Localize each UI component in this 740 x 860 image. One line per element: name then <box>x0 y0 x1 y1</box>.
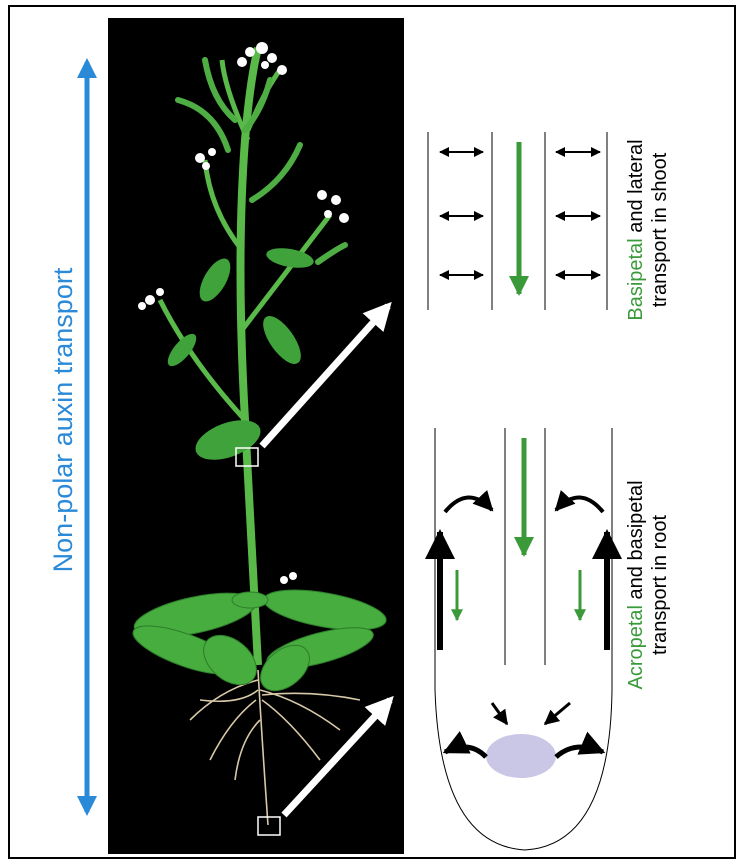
root-quiescent-center <box>486 734 556 778</box>
root-caption-line2: transport in root <box>649 515 671 656</box>
qc-inflow-arrow <box>492 703 507 724</box>
shoot-transport-diagram <box>428 132 607 310</box>
reflux-arrow-left <box>445 497 492 512</box>
root-caption-rest: and basipetal <box>625 480 647 605</box>
shoot-caption-line2: transport in shoot <box>649 152 671 307</box>
root-caption-highlight: Acropetal <box>625 605 647 690</box>
shoot-caption-rest: and lateral <box>625 139 647 238</box>
qc-outflow-arrow-right <box>556 747 603 757</box>
shoot-caption-highlight: Basipetal <box>625 238 647 320</box>
reflux-arrow-right <box>556 497 603 512</box>
qc-inflow-arrow <box>545 703 570 724</box>
non-polar-label: Non-polar auxin transport <box>48 267 78 572</box>
qc-outflow-arrow-left <box>445 747 486 757</box>
shoot-caption-line1: Basipetal and lateral <box>625 139 647 320</box>
root-caption-line1: Acropetal and basipetal <box>625 480 647 689</box>
root-transport-diagram <box>435 428 612 850</box>
